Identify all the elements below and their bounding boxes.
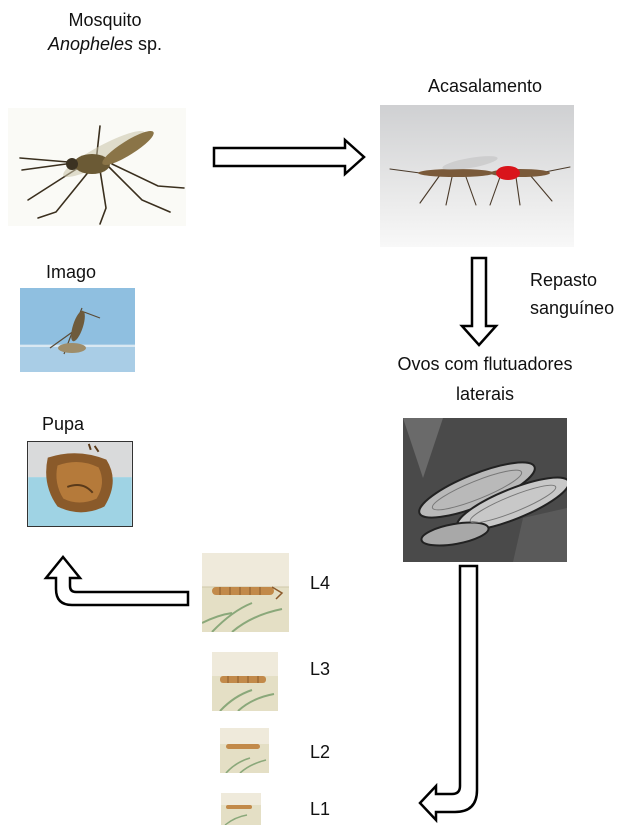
larva-l2-image xyxy=(220,728,269,773)
l3-label: L3 xyxy=(310,657,330,681)
l2-label: L2 xyxy=(310,740,330,764)
mosquito-species: sp. xyxy=(133,34,162,54)
larva-l1-image xyxy=(221,793,261,825)
arrow-l4-to-pupa xyxy=(46,557,188,605)
arrow-mosquito-to-mating xyxy=(214,140,364,174)
l1-label: L1 xyxy=(310,797,330,821)
eggs-label-line2: laterais xyxy=(370,382,600,406)
eggs-label: Ovos com flutuadores laterais xyxy=(370,352,600,406)
larva-l4-illustration xyxy=(202,553,289,632)
imago-image xyxy=(20,288,135,372)
blood-meal-label: Repasto sanguíneo xyxy=(530,268,614,320)
arrow-mating-to-eggs xyxy=(462,258,496,345)
larva-l4-image xyxy=(202,553,289,632)
imago-illustration xyxy=(20,288,135,372)
mosquito-title: Mosquito Anopheles sp. xyxy=(30,8,180,56)
eggs-illustration xyxy=(403,418,567,562)
eggs-image xyxy=(403,418,567,562)
mating-label: Acasalamento xyxy=(405,74,565,98)
mating-illustration xyxy=(380,105,574,247)
pupa-illustration xyxy=(28,442,132,526)
larva-l1-illustration xyxy=(221,793,261,825)
blood-meal-line1: Repasto xyxy=(530,268,614,292)
mosquito-title-line2: Anopheles sp. xyxy=(30,32,180,56)
pupa-image xyxy=(27,441,133,527)
mosquito-illustration xyxy=(8,108,186,226)
pupa-label: Pupa xyxy=(42,412,84,436)
mosquito-image xyxy=(8,108,186,226)
eggs-label-line1: Ovos com flutuadores xyxy=(370,352,600,376)
larva-l2-illustration xyxy=(220,728,269,773)
arrow-eggs-to-l1 xyxy=(420,566,477,820)
blood-meal-line2: sanguíneo xyxy=(530,296,614,320)
l4-label: L4 xyxy=(310,571,330,595)
larva-l3-illustration xyxy=(212,652,278,711)
mosquito-title-line1: Mosquito xyxy=(30,8,180,32)
imago-label: Imago xyxy=(46,260,96,284)
larva-l3-image xyxy=(212,652,278,711)
mating-image xyxy=(380,105,574,247)
mosquito-genus: Anopheles xyxy=(48,34,133,54)
